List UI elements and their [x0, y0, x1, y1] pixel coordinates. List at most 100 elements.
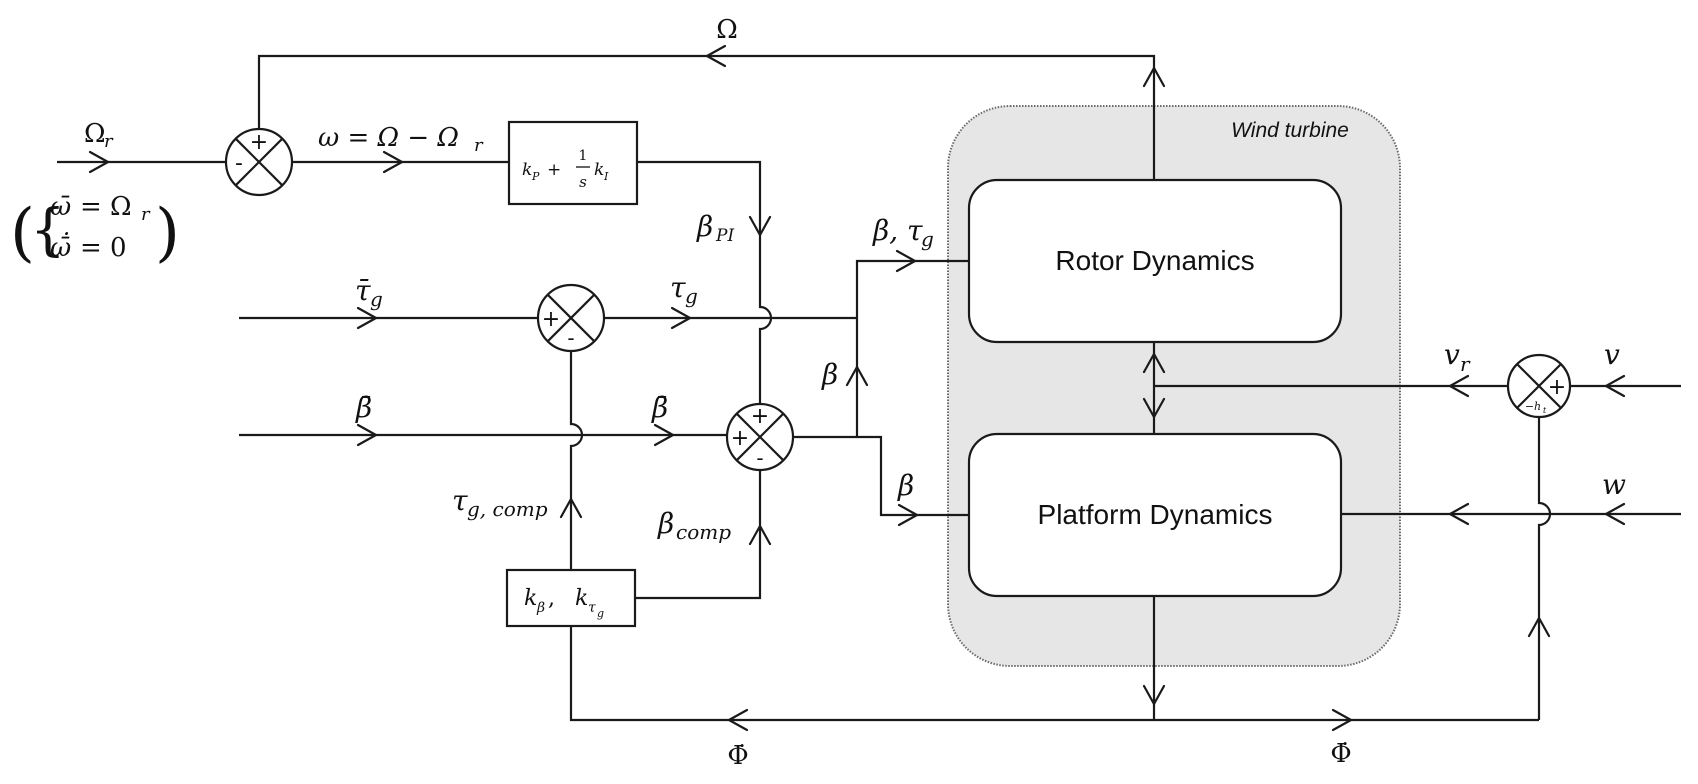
arrow-down-icon — [1142, 397, 1166, 419]
svg-text:k: k — [575, 586, 588, 611]
beta-tau-label: β, τ g — [872, 214, 934, 251]
arrow-left-icon — [727, 708, 749, 732]
svg-text:I: I — [603, 170, 609, 183]
arrow-up-icon — [1142, 352, 1166, 374]
arrow-right-icon — [653, 423, 675, 447]
arrow-right-icon — [895, 249, 917, 273]
tau-comp-label: τ g, comp — [452, 484, 548, 521]
svg-text:t: t — [1543, 406, 1547, 415]
rotor-dynamics-label: Rotor Dynamics — [1055, 245, 1254, 276]
sum-sign-minus: - — [567, 326, 574, 350]
arrow-right-icon — [1331, 708, 1353, 732]
sum-sign-plus: + — [1548, 375, 1566, 400]
svg-text:g: g — [685, 284, 698, 308]
svg-text:β, τ: β, τ — [872, 214, 923, 247]
phi-dot-bus-wire — [569, 626, 1539, 722]
beta-platform-label: β — [897, 469, 914, 502]
svg-text:τ: τ — [588, 600, 596, 616]
arrow-right-icon — [88, 150, 110, 174]
svg-text:k: k — [524, 586, 537, 611]
omega-ref-label: Ω r — [84, 119, 114, 152]
svg-text:+: + — [547, 160, 561, 180]
v-r-label: v r — [1444, 338, 1471, 376]
svg-text:g: g — [921, 227, 934, 251]
arrow-right-icon — [670, 306, 692, 330]
arrow-left-icon — [1448, 374, 1470, 398]
arrow-down-icon — [748, 215, 772, 237]
svg-text:τ̄: τ̄ — [355, 274, 371, 307]
initial-conditions: ( { ω̄ = Ω r ω̄̇ = 0 ) — [10, 192, 180, 270]
tau-label: τ g — [670, 271, 698, 308]
omega-feedback-label: Ω — [716, 15, 738, 45]
platform-dynamics-block — [967, 432, 1343, 598]
arrow-down-icon — [1142, 684, 1166, 706]
beta-platform-wire — [793, 435, 968, 517]
svg-text:k: k — [594, 160, 604, 180]
paren-right: ) — [155, 196, 180, 270]
beta-comp-label: β comp — [657, 507, 731, 544]
beta-tau-wire — [855, 259, 969, 437]
wind-sum: + −h t — [1506, 353, 1572, 419]
svg-text:ω̄: ω̄ — [50, 192, 71, 222]
svg-text:τ: τ — [670, 271, 686, 304]
sum-sign-plus: + — [542, 307, 560, 332]
rotor-dynamics-block — [967, 178, 1343, 344]
arrow-up-icon — [748, 524, 772, 546]
w-label: w — [1602, 468, 1626, 501]
arrow-up-icon — [1527, 616, 1551, 638]
beta-bar-label: β̄ — [651, 391, 668, 424]
beta-comp-wire — [635, 470, 762, 600]
arrow-up-icon — [845, 365, 869, 387]
beta-pi-wire — [637, 160, 773, 404]
svg-text:r: r — [104, 131, 114, 152]
sum-sign-minus: - — [235, 151, 243, 176]
arrow-right-icon — [356, 306, 378, 330]
svg-text:P: P — [531, 170, 540, 183]
arrow-right-icon — [382, 150, 404, 174]
paren-left: ( — [10, 196, 35, 270]
torque-sum: + - — [536, 283, 606, 353]
pitch-sum: + + - — [725, 402, 795, 472]
svg-text:β: β — [696, 210, 713, 243]
svg-text:τ: τ — [452, 484, 468, 517]
svg-text:= 0: = 0 — [80, 233, 127, 263]
svg-text:ω̄̇: ω̄̇ — [50, 232, 71, 263]
brace-left: { — [30, 198, 66, 263]
arrow-up-icon — [1142, 66, 1166, 88]
arrow-up-icon — [559, 497, 583, 519]
svg-text:k: k — [522, 160, 532, 180]
beta-pi-label: β PI — [696, 210, 734, 246]
platform-dynamics-label: Platform Dynamics — [1038, 499, 1273, 530]
phi-dot-right-label: Φ̇ — [1330, 739, 1351, 769]
compensator-block — [505, 568, 637, 628]
speed-error-sum: + - — [224, 127, 294, 197]
compensator-formula: k β , k τ g — [524, 586, 604, 620]
svg-text:PI: PI — [715, 226, 734, 246]
svg-text:β: β — [657, 507, 674, 540]
arrow-right-icon — [356, 423, 378, 447]
svg-text:s: s — [579, 173, 587, 191]
svg-text:r: r — [141, 204, 151, 225]
svg-text:comp: comp — [676, 520, 731, 544]
arrow-right-icon — [897, 503, 919, 527]
v-label: v — [1604, 338, 1620, 371]
svg-text:ω = Ω − Ω: ω = Ω − Ω — [318, 123, 459, 153]
phi-dot-left-label: Φ̇ — [727, 741, 748, 771]
wind-turbine-label: Wind turbine — [1231, 119, 1349, 142]
sum-sign-plus-top: + — [751, 404, 769, 429]
tau-comp-wire — [569, 351, 584, 570]
arrow-left-icon — [705, 44, 727, 68]
sum-sign-plus-left: + — [731, 426, 749, 451]
pi-controller-block — [507, 120, 639, 206]
svg-text:g: g — [370, 287, 383, 311]
arrow-left-icon — [1604, 374, 1626, 398]
tau-bar-label: τ̄ g — [355, 274, 383, 311]
svg-text:g: g — [597, 607, 604, 620]
sum-sign-plus: + — [250, 130, 268, 155]
omega-error-label: ω = Ω − Ω r — [318, 123, 484, 156]
svg-text:β: β — [536, 600, 545, 616]
sum-sign-minus-ht: −h — [1525, 400, 1541, 413]
beta-bar-input-label: β̄ — [355, 391, 372, 424]
phi-dot-feedback-wire — [1537, 416, 1552, 720]
